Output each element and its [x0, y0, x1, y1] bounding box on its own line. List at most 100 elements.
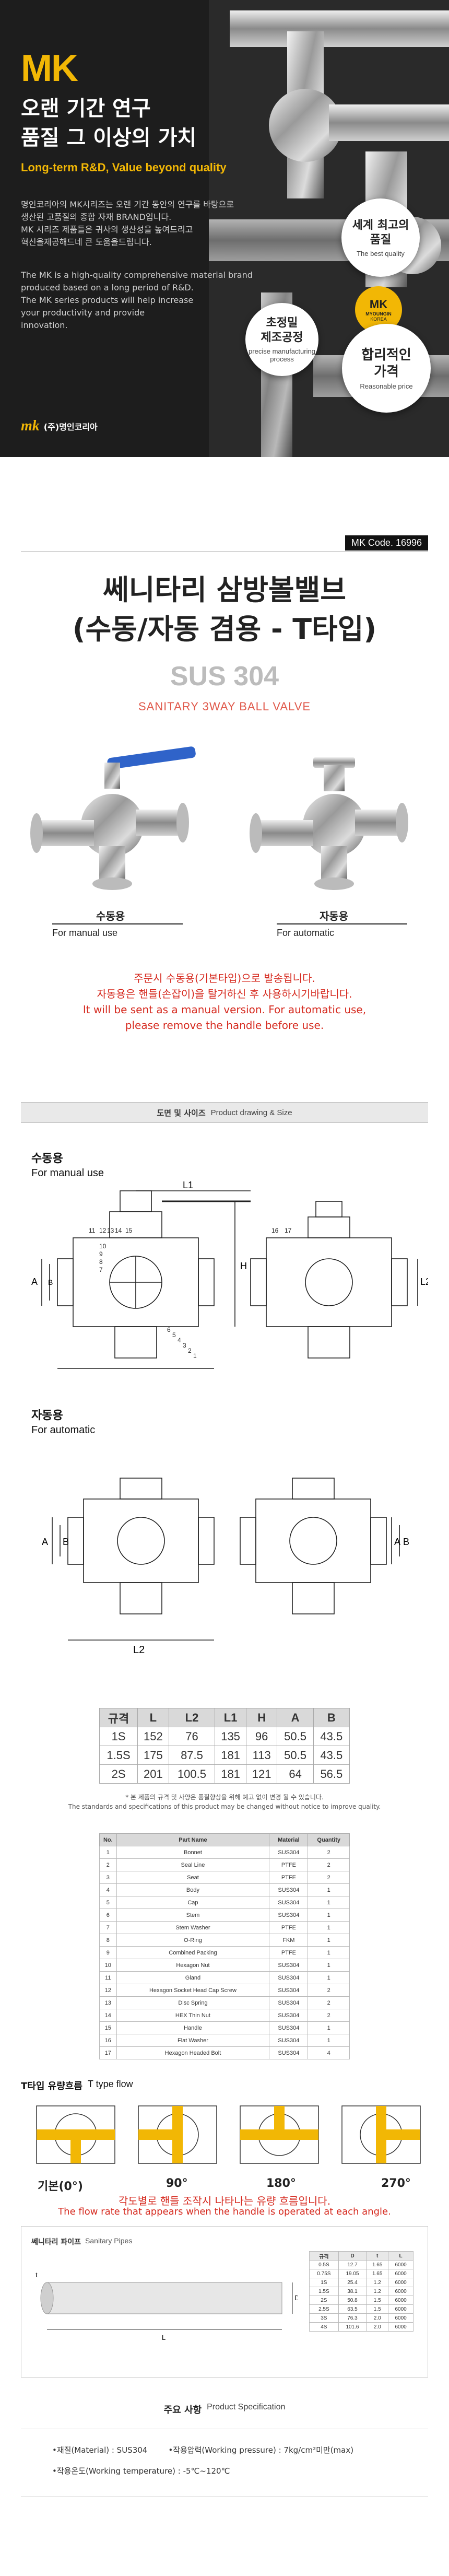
svg-text:15: 15: [125, 1227, 133, 1234]
svg-text:8: 8: [99, 1258, 103, 1266]
dim-label-l2: L2: [133, 1644, 145, 1656]
hero-banner: MK 오랜 기간 연구 품질 그 이상의 가치 Long-term R&D, V…: [0, 0, 449, 457]
drawing-auto-label: 자동용: [31, 1409, 63, 1422]
dim-label-b: B: [48, 1278, 53, 1286]
svg-text:16: 16: [271, 1227, 279, 1234]
dim-label-b: B: [403, 1537, 409, 1547]
svg-text:3: 3: [183, 1342, 186, 1349]
hero-title: 오랜 기간 연구 품질 그 이상의 가치: [21, 97, 197, 150]
valve-manual-image: [30, 746, 196, 890]
spec-title: 주요 사항 Product Specification: [163, 2403, 286, 2416]
pipe-drawing: L D t: [36, 2271, 298, 2341]
svg-text:6: 6: [167, 1326, 171, 1333]
spec-row-2: •작용온도(Working temperature) : -5℃~120℃: [52, 2466, 230, 2476]
hero-desc-ko: 명인코리아의 MK시리즈는 오랜 기간 동안의 연구를 바탕으로 생산된 고품질…: [21, 200, 234, 247]
svg-text:4: 4: [178, 1337, 181, 1344]
feature-quality-circle: 세계 최고의 품질 The best quality: [341, 198, 420, 277]
table-header-row: No. Part Name Material Quantity: [99, 1833, 350, 1846]
product-english-name: SANITARY 3WAY BALL VALVE: [138, 700, 311, 713]
flow-angle-90: 90°: [166, 2177, 188, 2190]
pipe-dim-l: L: [162, 2334, 166, 2341]
dimensions-note: * 본 제품의 규격 및 사양은 품질향상을 위해 예고 없이 변경 될 수 있…: [68, 1794, 381, 1810]
hero-desc-en: The MK is a high-quality comprehensive m…: [21, 270, 253, 330]
hero-subtitle: Long-term R&D, Value beyond quality: [21, 161, 227, 174]
svg-text:17: 17: [285, 1227, 292, 1234]
svg-text:1: 1: [193, 1352, 197, 1360]
svg-text:2: 2: [188, 1347, 192, 1354]
spec-row-1: •재질(Material) : SUS304 •작용압력(Working pre…: [52, 2445, 354, 2455]
svg-text:10: 10: [99, 1243, 107, 1250]
product-title-2: (수동/자동 겸용 - T타입): [72, 613, 377, 646]
drawing-auto: A B L2 A B: [42, 1478, 409, 1656]
svg-text:12: 12: [99, 1227, 107, 1234]
drawing-manual: L1 H A B L2 11 12 13 14 15 10 9 8 7 6 5 …: [31, 1180, 428, 1369]
drawing-manual-label-en: For manual use: [31, 1167, 104, 1179]
manual-caption-ko: 수동용: [96, 910, 125, 922]
flow-section-title: T타입 유량흐름 T type flow: [21, 2079, 133, 2092]
auto-caption-ko: 자동용: [320, 910, 349, 922]
feature-price-circle: 합리적인 가격 Reasonable price: [342, 324, 431, 413]
pipe-dim-t: t: [36, 2271, 38, 2279]
dim-label-h: H: [240, 1261, 247, 1271]
dim-label-l2: L2: [420, 1277, 428, 1287]
product-material: SUS 304: [170, 661, 279, 692]
drawing-auto-label-en: For automatic: [31, 1424, 96, 1436]
section-bar-drawing: 도면 및 사이즈 Product drawing & Size: [21, 1102, 428, 1123]
caption-underline: [277, 923, 407, 924]
flow-angle-0: 기본(0°): [38, 2180, 83, 2193]
dim-label-l1: L1: [183, 1180, 193, 1190]
manual-caption-en: For manual use: [52, 928, 118, 938]
product-title-1: 쎄니타리 삼방볼밸브: [103, 573, 346, 606]
flow-note-ko: 각도별로 핸들 조작시 나타나는 유량 흐름입니다.: [118, 2195, 331, 2207]
flow-angle-270: 270°: [381, 2177, 411, 2190]
caption-underline: [52, 923, 183, 924]
company-logo: mk (주)명인코리아: [21, 418, 98, 434]
dim-label-a: A: [31, 1277, 38, 1287]
auto-caption-en: For automatic: [277, 928, 335, 938]
svg-text:14: 14: [115, 1227, 122, 1234]
dim-label-a: A: [394, 1537, 400, 1547]
svg-text:9: 9: [99, 1250, 103, 1258]
svg-text:11: 11: [89, 1227, 96, 1234]
pipes-box: [21, 2226, 428, 2378]
pipes-title: 쎄니타리 파이프 Sanitary Pipes: [31, 2237, 133, 2246]
drawing-manual-label: 수동용: [31, 1152, 63, 1165]
flow-note-en: The flow rate that appears when the hand…: [58, 2206, 391, 2217]
svg-text:13: 13: [107, 1227, 114, 1234]
table-header-row: 규격 L L2 L1 H A B: [99, 1708, 350, 1727]
svg-text:5: 5: [172, 1331, 176, 1339]
pipe-dim-d: D: [294, 2294, 298, 2302]
order-note: 주문시 수동용(기본타입)으로 발송됩니다. 자동용은 핸들(손잡이)을 탈거하…: [82, 972, 367, 1032]
valve-auto-image: [250, 757, 408, 890]
